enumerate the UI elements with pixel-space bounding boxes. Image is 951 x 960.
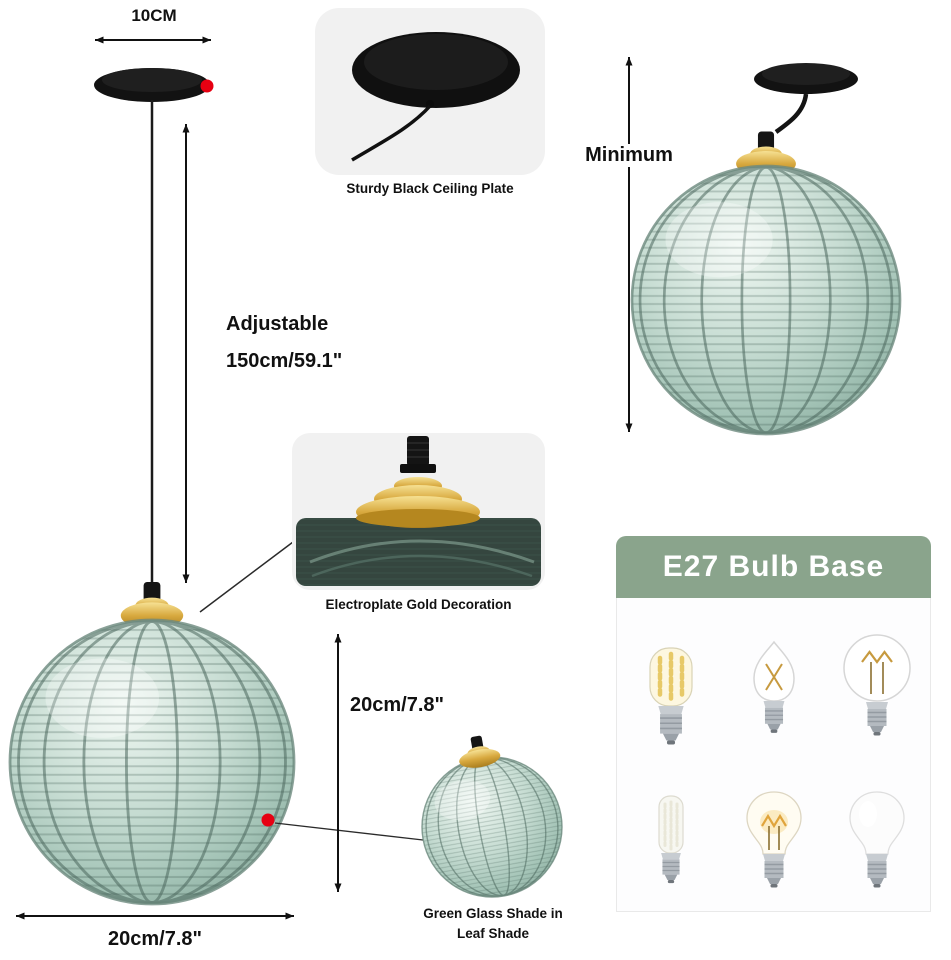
main-pendant-illustration [8,68,296,906]
shade-height-label: 20cm/7.8" [350,694,444,716]
red-dot-plate-indicator [200,79,214,93]
e27-panel-title: E27 Bulb Base [662,550,885,583]
candle-filament-bulb-icon [753,640,795,734]
gold-callout [292,433,545,590]
red-dot-shade-indicator [261,813,275,827]
minimum-ceiling-plate [754,63,858,94]
gold-bell [356,477,480,528]
connector-shade-callout [274,822,424,841]
glass-globe [8,618,296,906]
shade-callout-caption-line2: Leaf Shade [456,926,530,941]
minimum-stem [774,93,809,134]
a19-filament-bulb-icon [746,791,802,889]
bulb-grid [649,634,911,889]
plate-width-label: 10CM [131,6,177,25]
plate-cord [351,104,432,162]
dimension-arrows [16,36,633,920]
e27-panel-body [616,598,931,912]
small-glass-shade [410,745,574,909]
stick-corn-bulb-icon [658,795,684,884]
adjustable-value-label: 150cm/59.1" [226,350,343,372]
socket [407,436,429,466]
minimum-label: Minimum [570,144,688,167]
shade-width-label: 20cm/7.8" [108,928,202,950]
connector-gold-callout [199,541,294,613]
plate-callout-caption: Sturdy Black Ceiling Plate [346,181,514,196]
corn-bulb-icon [649,647,693,746]
a19-led-bulb-icon [849,791,905,889]
gold-callout-caption: Electroplate Gold Decoration [325,597,512,612]
e27-bulb-base-panel: E27 Bulb Base [616,536,931,912]
ceiling-plate [94,68,210,102]
minimum-lamp-illustration [630,63,902,436]
shade-callout [410,732,574,909]
minimum-glass-globe [630,164,902,436]
globe-filament-bulb-icon [843,634,911,737]
adjustable-label: Adjustable [226,313,329,335]
plate-callout [315,8,545,175]
e27-panel-header: E27 Bulb Base [616,536,931,598]
shade-callout-caption-line1: Green Glass Shade in [423,906,563,921]
